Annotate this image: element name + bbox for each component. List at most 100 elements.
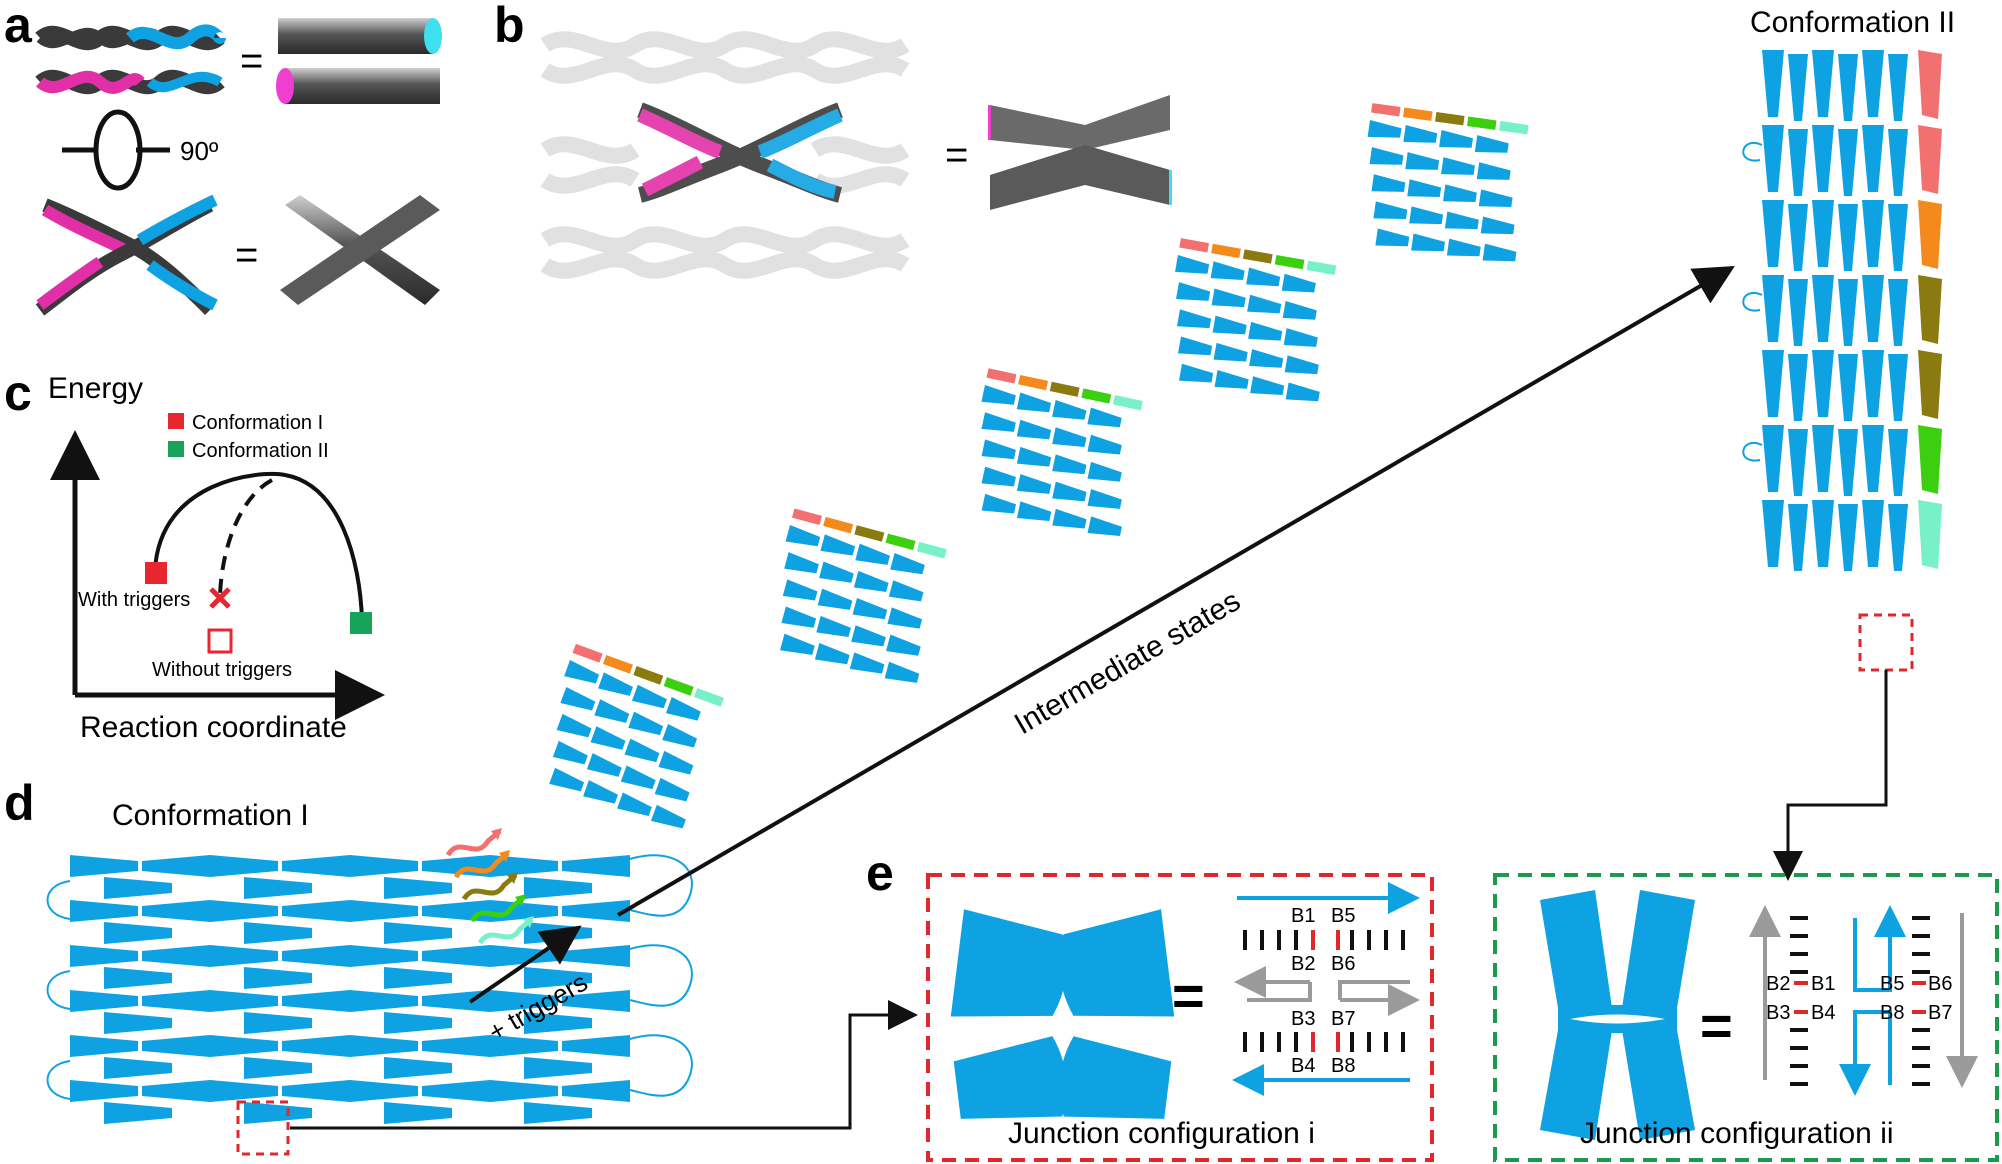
lattice-segment <box>1214 370 1249 389</box>
config-i-label-B4: B4 <box>1291 1055 1315 1077</box>
lattice-segment <box>1888 279 1908 346</box>
panel-a-cylinders-crossed <box>280 195 440 305</box>
trigger-segment <box>1918 50 1942 119</box>
lattice-segment <box>981 466 1016 487</box>
lattice-segment <box>1838 354 1858 421</box>
without-triggers-label: Without triggers <box>152 659 292 681</box>
lattice-segment <box>1480 216 1515 235</box>
lattice-segment <box>780 633 815 655</box>
lattice-segment <box>1762 50 1784 117</box>
lattice-segment <box>1788 429 1808 496</box>
lattice-segment <box>849 652 885 674</box>
trigger-segment <box>1918 500 1942 569</box>
intermediate-states-label: Intermediate states <box>1009 584 1246 741</box>
lattice-segment <box>583 780 619 804</box>
legend-conformation-ii: Conformation II <box>192 440 329 462</box>
lattice-segment <box>1016 446 1052 467</box>
lattice-segment <box>549 767 585 792</box>
lattice-segment <box>1888 504 1908 571</box>
panel-a-cylinders-parallel <box>276 18 442 104</box>
lattice-loop <box>629 854 693 917</box>
lattice-segment <box>1213 342 1248 362</box>
lattice-segment <box>142 900 210 922</box>
lattice-segment <box>70 1080 138 1102</box>
lattice-segment <box>70 990 138 1012</box>
lattice-segment <box>104 1012 172 1034</box>
lattice-segment <box>1405 152 1440 170</box>
reaction-coordinate-label: Reaction coordinate <box>80 711 347 744</box>
energy-axis-label: Energy <box>48 372 143 405</box>
trigger-segment <box>1435 112 1465 126</box>
lattice-segment <box>142 1080 210 1102</box>
lattice-segment <box>887 607 923 629</box>
lattice-segment <box>1838 279 1858 346</box>
lattice-segment <box>244 967 312 989</box>
lattice-segment <box>819 561 854 583</box>
lattice-segment <box>210 990 278 1012</box>
trigger-segment <box>602 654 633 674</box>
lattice-segment <box>628 711 664 736</box>
equals-sign: = <box>240 39 263 83</box>
lattice-segment <box>1862 125 1884 192</box>
lattice-segment <box>624 738 660 763</box>
lattice-segment <box>562 945 630 967</box>
trigger-segment <box>1467 116 1497 130</box>
lattice-segment <box>1176 282 1211 301</box>
trigger-arrowhead <box>523 916 534 928</box>
lattice-segment <box>1474 135 1509 153</box>
lattice-segment <box>620 765 656 790</box>
trigger-segment <box>572 643 603 663</box>
config-ii-label-B8: B8 <box>1880 1002 1904 1024</box>
lattice-segment <box>1838 129 1858 196</box>
lattice-segment <box>104 1102 172 1124</box>
lattice-segment <box>1762 500 1784 567</box>
lattice-segment <box>282 1035 350 1057</box>
lattice-segment <box>1838 504 1858 571</box>
lattice-segment <box>524 1012 592 1034</box>
lattice-segment <box>1087 407 1122 428</box>
equals-sign: = <box>1700 994 1733 1057</box>
lattice-segment <box>282 945 350 967</box>
lattice-segment <box>594 699 630 723</box>
lattice-segment <box>1179 363 1214 383</box>
config-ii-label-B1: B1 <box>1811 973 1835 995</box>
rotation-label: 90º <box>180 136 219 166</box>
lattice-segment <box>1888 129 1908 196</box>
config-i-label-B6: B6 <box>1331 953 1355 975</box>
intermediate-state <box>1367 103 1529 262</box>
lattice-segment <box>1369 147 1404 165</box>
lattice-segment <box>384 1102 452 1124</box>
config-ii-strand-diagram <box>1749 905 1978 1096</box>
lattice-segment <box>781 606 817 628</box>
lattice-segment <box>1441 157 1475 175</box>
lattice-segment <box>104 967 172 989</box>
lattice-segment <box>384 877 452 899</box>
lattice-segment <box>888 580 924 602</box>
config-ii-label-B3: B3 <box>1766 1002 1790 1024</box>
conformation-ii-lattice <box>1742 50 1942 571</box>
config-i-label-B1: B1 <box>1291 905 1315 927</box>
lattice-segment <box>1407 179 1442 197</box>
lattice-segment <box>665 697 701 721</box>
lattice-segment <box>560 686 596 711</box>
lattice-segment <box>562 900 630 922</box>
lattice-segment <box>524 967 592 989</box>
junction-highlight-box-i <box>236 1100 290 1156</box>
config-ii-label-B7: B7 <box>1928 1002 1952 1024</box>
trigger-strand <box>461 873 518 901</box>
config-i-strand-diagram <box>1232 882 1420 1096</box>
lattice-loop <box>46 1060 71 1100</box>
lattice-segment <box>1052 427 1087 447</box>
trigger-strand <box>477 917 534 945</box>
lattice-segment <box>1762 200 1784 267</box>
legend-swatch-conformation-ii <box>168 441 184 457</box>
trigger-segment <box>663 677 694 696</box>
lattice-segment <box>1476 162 1511 180</box>
lattice-segment <box>1246 267 1281 287</box>
config-i-label-B7: B7 <box>1331 1008 1355 1030</box>
lattice-segment <box>586 753 622 777</box>
trigger-segment <box>694 688 725 707</box>
lattice-loop <box>46 970 71 1010</box>
lattice-segment <box>524 877 592 899</box>
lattice-segment <box>782 579 818 601</box>
